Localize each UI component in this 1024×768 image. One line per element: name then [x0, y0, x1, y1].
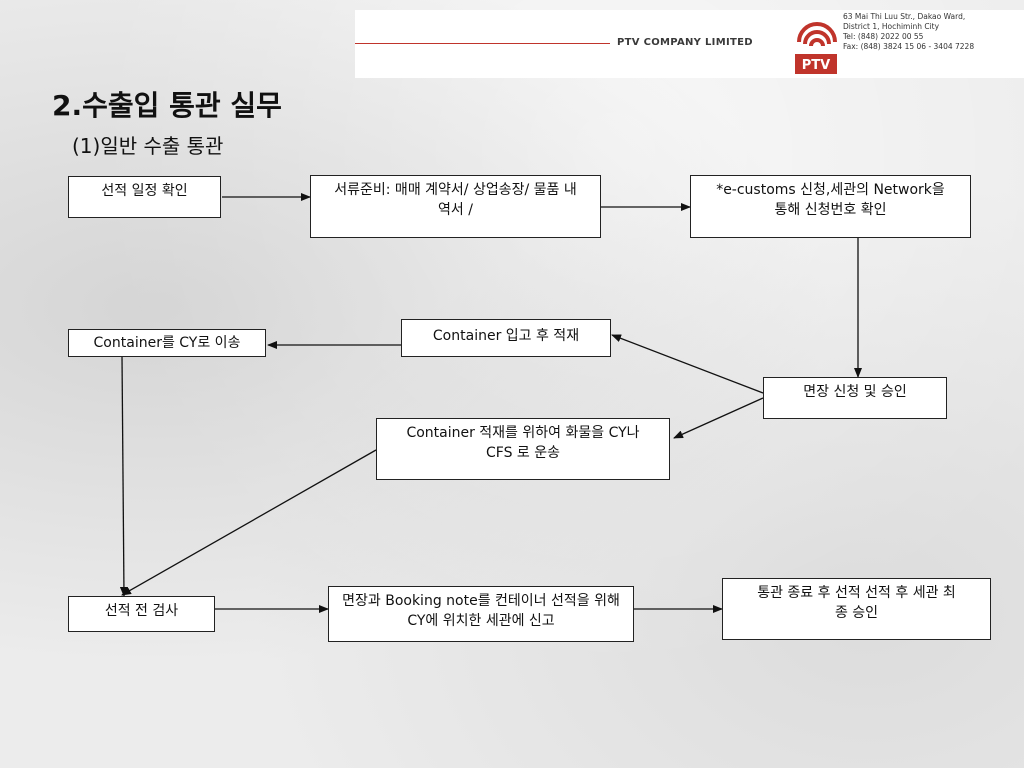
arrow-movecy-to-inspection [119, 355, 128, 597]
arrow-approval-to-transport [673, 397, 764, 439]
address-line: District 1, Hochiminh City [843, 22, 940, 31]
header-banner: PTV COMPANY LIMITED PTV 63 Mai Thi Luu S… [355, 10, 1024, 78]
box-ecustoms-application: *e-customs 신청,세관의 Network을 통해 신청번호 확인 [690, 175, 971, 238]
box-move-container-cy: Container를 CY로 이송 [68, 329, 266, 357]
slide-title: 2.수출입 통관 실무 [52, 89, 282, 122]
company-address: 63 Mai Thi Luu Str., Dakao Ward,District… [843, 12, 974, 52]
box-license-approval: 면장 신청 및 승인 [763, 377, 947, 419]
ptv-logo-icon: PTV [793, 14, 839, 76]
company-name: PTV COMPANY LIMITED [617, 37, 753, 48]
box-cargo-transport: Container 적재를 위하여 화물을 CY나 CFS 로 운송 [376, 418, 670, 480]
box-document-preparation: 서류준비: 매매 계약서/ 상업송장/ 물품 내역서 / [310, 175, 601, 238]
arrow-transport-to-inspection [121, 449, 377, 596]
address-line: Fax: (848) 3824 15 06 - 3404 7228 [843, 42, 975, 51]
header-divider-line [355, 43, 610, 44]
box-container-loading: Container 입고 후 적재 [401, 319, 611, 357]
box-schedule-check: 선적 일정 확인 [68, 176, 221, 218]
box-final-approval: 통관 종료 후 선적 선적 후 세관 최종 승인 [722, 578, 991, 640]
box-preshipment-inspection: 선적 전 검사 [68, 596, 215, 632]
logo-text: PTV [802, 58, 830, 73]
box-customs-report: 면장과 Booking note를 컨테이너 선적을 위해 CY에 위치한 세관… [328, 586, 634, 642]
address-line: Tel: (848) 2022 00 55 [843, 32, 924, 41]
slide-subtitle: (1)일반 수출 통관 [72, 134, 224, 158]
address-line: 63 Mai Thi Luu Str., Dakao Ward, [843, 12, 966, 21]
arrow-approval-to-loading [611, 334, 764, 394]
